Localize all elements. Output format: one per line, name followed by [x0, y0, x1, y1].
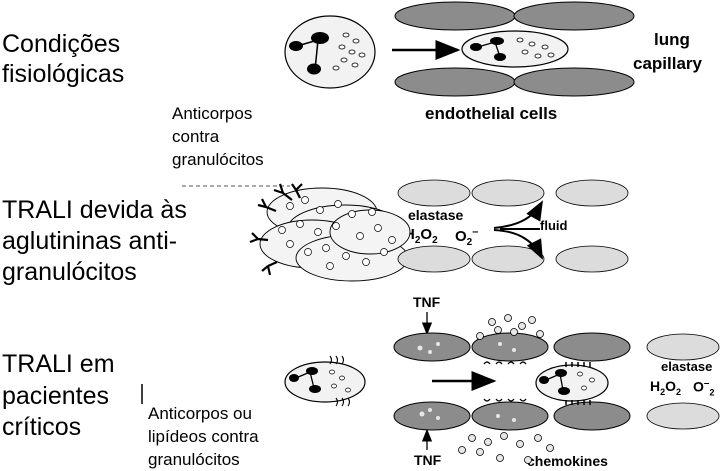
chemokine-dots: [458, 314, 554, 464]
row2-label-line2: aglutininas anti-: [2, 227, 178, 255]
fluid-arrows: [493, 200, 543, 260]
row2-antibody-icons: [249, 183, 303, 276]
row2-antibody-line3: granulócitos: [172, 150, 264, 169]
tnf-top-label: TNF: [413, 294, 441, 310]
row3-antibody-line3: granulócitos: [148, 450, 240, 469]
row3-activated-endothelium: [393, 332, 631, 431]
row1-resting-neutrophil: [284, 15, 376, 89]
row2-antibody-line1: Anticorpos: [172, 104, 253, 123]
row3-antibody-line1: Anticorpos ou: [148, 404, 252, 423]
lung-label-line1: lung: [654, 30, 690, 49]
lung-label-line2: capillary: [633, 54, 702, 73]
row1-endothelial-cells: [394, 1, 635, 97]
row2-label-line3: granulócitos: [2, 258, 137, 286]
row1-label-line2: fisiológicas: [2, 60, 125, 88]
row1-capillary-neutrophil: [461, 30, 569, 68]
row3-antibody-line2: lipídeos contra: [148, 427, 259, 446]
endothelial-cells-label: endothelial cells: [425, 104, 558, 123]
row3-right-endothelium: [646, 333, 720, 430]
row2-endothelial-cells: [397, 179, 629, 273]
tnf-bottom-label: TNF: [414, 452, 442, 468]
row3-label-line2: pacientes: [2, 382, 110, 410]
row3-elastase-label: elastase: [661, 359, 713, 374]
row2-superoxide-label: O2–: [455, 226, 479, 248]
row2-granules: [278, 196, 396, 270]
row3-h2o2-label: H2O2: [650, 378, 682, 397]
row3-endothelium-spots: [417, 342, 516, 422]
row3-primed-neutrophil: [284, 355, 366, 407]
fluid-label: fluid: [540, 218, 568, 233]
row2-label-line1: TRALI devida às: [2, 196, 187, 224]
row3-adherent-neutrophil: [535, 362, 609, 405]
row1-label-line1: Condições: [2, 30, 121, 58]
row3-superoxide-label: O–2: [693, 378, 715, 398]
row2-elastase-label: elastase: [408, 207, 464, 223]
row2-antibody-line2: contra: [172, 127, 220, 146]
row3-label-line3: críticos: [2, 413, 82, 441]
chemokines-label: chemokines: [527, 453, 608, 469]
row3-label-line1: TRALI em: [2, 350, 115, 378]
row3-endothelium-receptors: [483, 361, 527, 402]
